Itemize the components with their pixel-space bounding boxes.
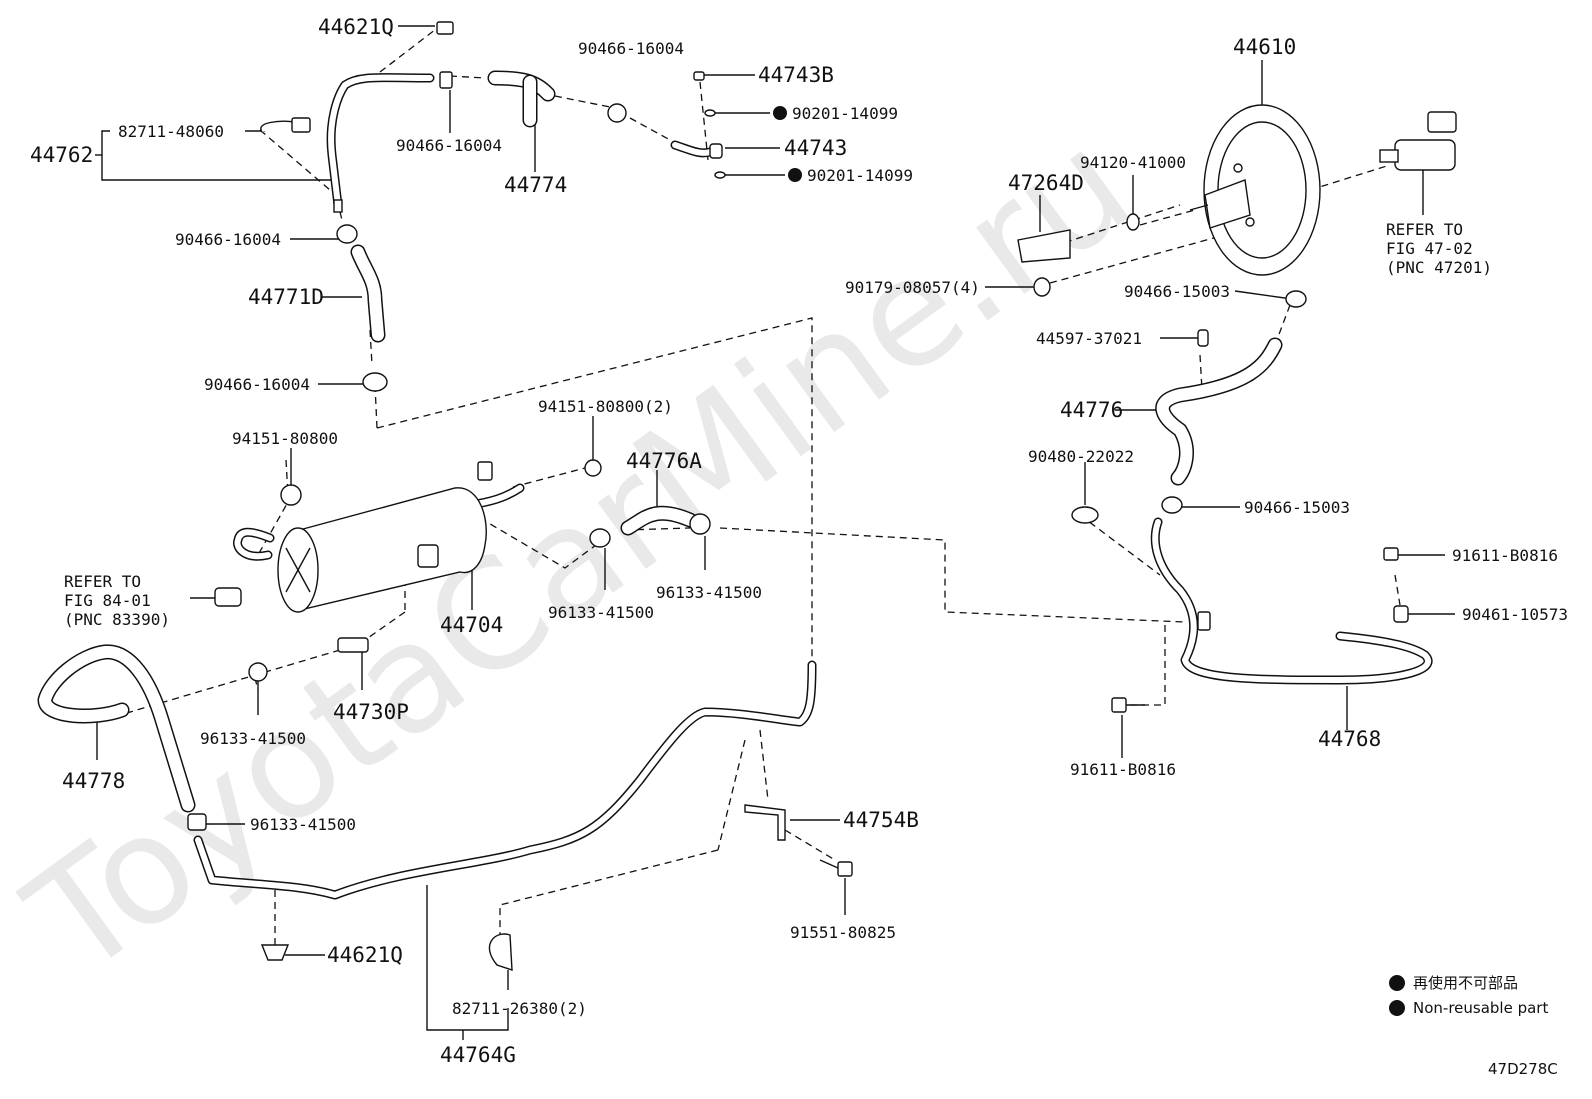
ref-fig47-line2: FIG 47-02 xyxy=(1386,239,1473,258)
clip-44621Q-top xyxy=(436,21,454,35)
ref-fig84-line3: (PNC 83390) xyxy=(64,610,170,629)
label-82711-48060: 82711-48060 xyxy=(118,122,224,141)
label-44764G: 44764G xyxy=(440,1043,516,1067)
label-90461-10573: 90461-10573 xyxy=(1462,605,1568,624)
figure-code: 47D278C xyxy=(1488,1060,1558,1078)
label-44621Q-bottom: 44621Q xyxy=(327,943,403,967)
legend-dot-icon xyxy=(1389,1000,1405,1016)
non-reusable-mark xyxy=(773,106,787,120)
label-90466-16004-b: 90466-16004 xyxy=(396,136,502,155)
label-44621Q-top: 44621Q xyxy=(318,15,394,39)
label-91551-80825: 91551-80825 xyxy=(790,923,896,942)
label-44743B: 44743B xyxy=(758,63,834,87)
non-reusable-mark xyxy=(788,168,802,182)
label-91611-B0816-b: 91611-B0816 xyxy=(1070,760,1176,779)
ref-fig47-line3: (PNC 47201) xyxy=(1386,258,1492,277)
label-90466-16004-a: 90466-16004 xyxy=(578,39,684,58)
brake-booster-44610 xyxy=(1189,104,1321,276)
ref-fig47-line1: REFER TO xyxy=(1386,220,1463,239)
reference-note-fig84: REFER TO FIG 84-01 (PNC 83390) xyxy=(64,572,170,629)
label-44610: 44610 xyxy=(1233,35,1296,59)
label-90466-16004-c: 90466-16004 xyxy=(175,230,281,249)
pipes-and-hoses xyxy=(37,70,1433,900)
label-44762: 44762 xyxy=(30,143,93,167)
label-90466-16004-d: 90466-16004 xyxy=(204,375,310,394)
label-96133-41500-b: 96133-41500 xyxy=(656,583,762,602)
label-90466-15003-a: 90466-15003 xyxy=(1124,282,1230,301)
label-90201-14099-a: 90201-14099 xyxy=(792,104,898,123)
label-44730P: 44730P xyxy=(333,700,409,724)
legend-label-jp: 再使用不可部品 xyxy=(1413,974,1518,992)
dashed-guide-lines xyxy=(119,25,1401,950)
part-labels: 44621Q 90466-16004 44743B 90201-14099 44… xyxy=(30,15,1568,1067)
legend-label-en: Non-reusable part xyxy=(1413,999,1548,1017)
label-44704: 44704 xyxy=(440,613,503,637)
ref-fig84-line1: REFER TO xyxy=(64,572,141,591)
solid-leader-lines xyxy=(95,25,1455,1040)
label-47264D: 47264D xyxy=(1008,171,1084,195)
canister-44704 xyxy=(277,461,493,613)
label-90179-08057-4: 90179-08057(4) xyxy=(845,278,980,297)
master-cylinder xyxy=(1379,111,1457,171)
label-44768: 44768 xyxy=(1318,727,1381,751)
label-44743: 44743 xyxy=(784,136,847,160)
label-94120-41000: 94120-41000 xyxy=(1080,153,1186,172)
label-90480-22022: 90480-22022 xyxy=(1028,447,1134,466)
ref-fig84-line2: FIG 84-01 xyxy=(64,591,151,610)
legend-dot-icon xyxy=(1389,975,1405,991)
label-82711-26380-2: 82711-26380(2) xyxy=(452,999,587,1018)
label-44774: 44774 xyxy=(504,173,567,197)
small-parts xyxy=(187,21,1457,971)
label-91611-B0816-a: 91611-B0816 xyxy=(1452,546,1558,565)
legend: 再使用不可部品 Non-reusable part xyxy=(1389,974,1548,1017)
label-44778: 44778 xyxy=(62,769,125,793)
label-44776: 44776 xyxy=(1060,398,1123,422)
label-96133-41500-a: 96133-41500 xyxy=(548,603,654,622)
label-44771D: 44771D xyxy=(248,285,324,309)
label-96133-41500-d: 96133-41500 xyxy=(250,815,356,834)
label-90466-15003-b: 90466-15003 xyxy=(1244,498,1350,517)
label-44597-37021: 44597-37021 xyxy=(1036,329,1142,348)
label-94151-80800: 94151-80800 xyxy=(232,429,338,448)
label-44754B: 44754B xyxy=(843,808,919,832)
label-44776A: 44776A xyxy=(626,449,702,473)
label-96133-41500-c: 96133-41500 xyxy=(200,729,306,748)
reference-note-fig47: REFER TO FIG 47-02 (PNC 47201) xyxy=(1386,220,1492,277)
label-94151-80800-2: 94151-80800(2) xyxy=(538,397,673,416)
label-90201-14099-b: 90201-14099 xyxy=(807,166,913,185)
